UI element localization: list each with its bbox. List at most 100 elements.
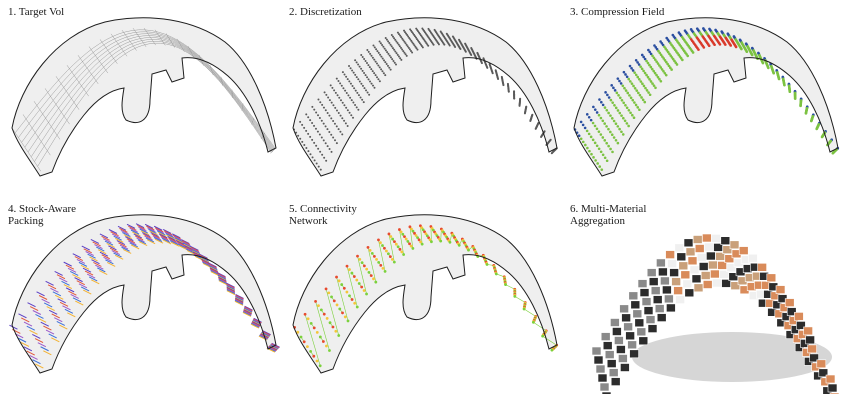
aggregation: [592, 234, 841, 394]
grid-point: [362, 85, 364, 87]
field-point: [636, 106, 639, 109]
field-point: [815, 128, 818, 131]
voxel-block: [826, 375, 835, 383]
voxel-block: [767, 274, 776, 282]
field-point: [613, 120, 616, 123]
network-node: [495, 273, 498, 276]
grid-point: [470, 54, 472, 56]
grid-point: [384, 48, 386, 50]
field-point: [713, 43, 716, 46]
grid-point: [331, 151, 333, 153]
grid-point: [492, 72, 494, 74]
grid-point: [318, 166, 320, 168]
network-node: [303, 340, 306, 343]
voxel-block: [684, 239, 693, 247]
grid-point: [387, 53, 389, 55]
network-node: [338, 308, 341, 311]
grid-point: [309, 153, 311, 155]
grid-point: [385, 37, 387, 39]
voxel-block: [695, 245, 704, 253]
field-point: [615, 139, 618, 142]
field-point: [592, 122, 595, 125]
field-point: [594, 108, 597, 111]
network-edge: [515, 296, 525, 302]
field-point: [653, 84, 656, 87]
field-point: [676, 63, 679, 66]
network-node: [346, 291, 349, 294]
voxel-block: [806, 336, 815, 344]
discretization-shell: [281, 0, 562, 197]
network-node: [325, 345, 328, 348]
network-node: [300, 336, 303, 339]
field-point: [643, 101, 646, 104]
field-point: [636, 76, 639, 79]
voxel-block: [598, 374, 607, 382]
network-node: [309, 350, 312, 353]
grid-point: [373, 87, 375, 89]
network-node: [304, 313, 307, 316]
grid-point: [313, 125, 315, 127]
grid-point: [529, 120, 531, 122]
network-node: [403, 235, 406, 238]
field-point: [632, 69, 635, 72]
network-node: [316, 331, 319, 334]
network-shell: [281, 197, 562, 394]
grid-point: [325, 125, 327, 127]
voxel-block: [596, 365, 605, 373]
grid-point: [375, 61, 377, 63]
network-node: [391, 238, 394, 241]
voxel-block: [624, 323, 633, 331]
grid-point: [341, 133, 343, 135]
field-point: [638, 63, 641, 66]
field-point: [772, 72, 775, 75]
voxel-block: [688, 257, 697, 265]
network-node: [370, 274, 373, 277]
grid-point: [394, 50, 396, 52]
field-point: [697, 48, 700, 51]
grid-point: [321, 104, 323, 106]
compression-field-shell: [562, 0, 843, 197]
network-node: [367, 246, 370, 249]
voxel-block: [794, 312, 803, 320]
network-node: [363, 289, 366, 292]
grid-point: [299, 138, 301, 140]
network-node: [322, 340, 325, 343]
field-point: [623, 71, 626, 74]
voxel-block: [817, 360, 826, 368]
voxel-block: [666, 304, 675, 312]
network-node: [327, 292, 330, 295]
field-point: [638, 108, 641, 111]
voxel-block: [610, 319, 619, 327]
field-point: [620, 82, 623, 85]
field-point: [626, 106, 629, 109]
voxel-block: [681, 271, 690, 279]
grid-point: [354, 74, 356, 76]
field-point: [783, 84, 786, 87]
field-point: [634, 87, 637, 90]
network-node: [323, 313, 326, 316]
grid-point: [376, 76, 378, 78]
grid-point: [307, 133, 309, 135]
voxel-block: [685, 289, 694, 297]
field-point: [596, 111, 599, 114]
grid-point: [341, 117, 343, 119]
voxel-block: [776, 286, 785, 294]
network-node: [532, 321, 535, 324]
grid-point: [311, 139, 313, 141]
field-point: [632, 85, 635, 88]
grid-point: [309, 136, 311, 138]
grid-point: [365, 74, 367, 76]
voxel-block: [721, 237, 730, 245]
field-point: [605, 125, 608, 128]
voxel-block: [660, 277, 669, 285]
panel-stock-aware-packing: 4. Stock-Aware Packing: [0, 197, 281, 394]
grid-point: [328, 115, 330, 117]
grid-point: [315, 128, 317, 130]
network-node: [316, 360, 319, 363]
field-point: [640, 80, 643, 83]
field-point: [627, 125, 630, 128]
network-node: [351, 272, 354, 275]
grid-point: [357, 64, 359, 66]
grid-point: [385, 49, 387, 51]
voxel-block: [603, 342, 612, 350]
